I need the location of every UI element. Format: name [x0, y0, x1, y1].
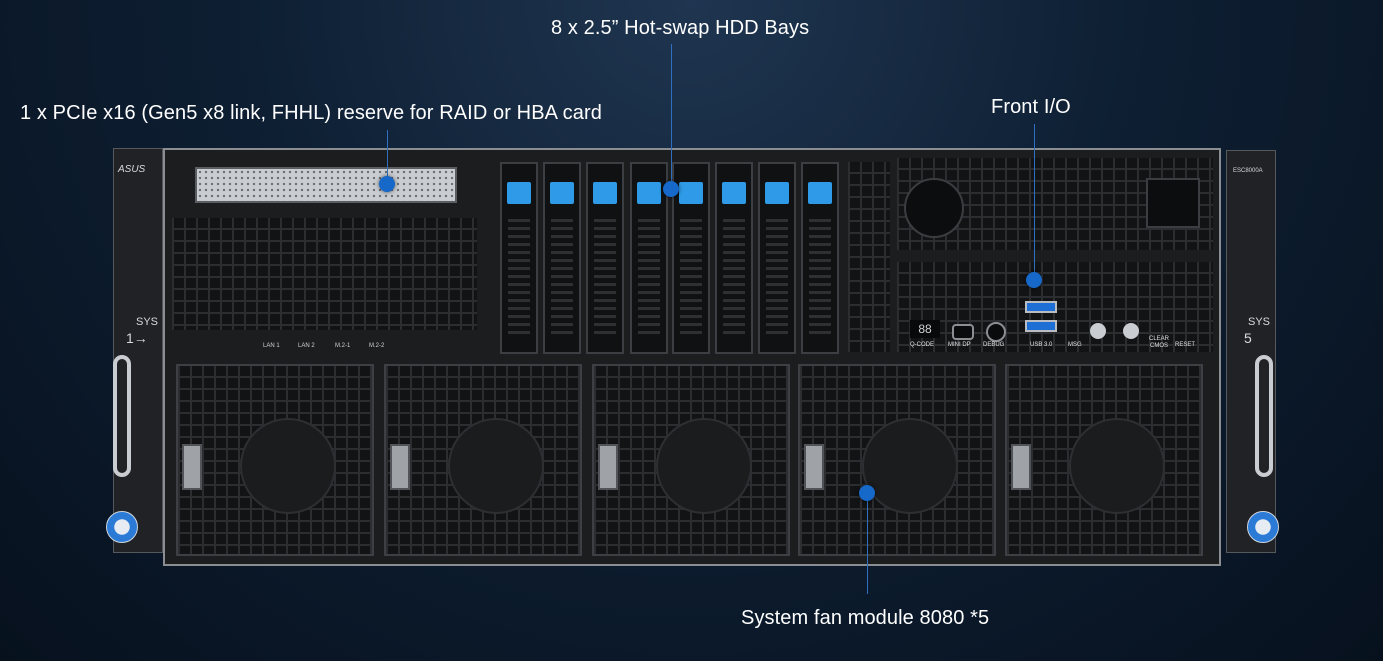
right-thumbscrew[interactable] [1247, 511, 1279, 543]
upper-left-vent [172, 218, 477, 330]
hdd-tray-grill [723, 219, 745, 334]
hdd-tray-5[interactable] [672, 162, 710, 354]
power-inlet-left [904, 178, 964, 238]
fan-latch[interactable] [1011, 444, 1031, 490]
hdd-release-latch[interactable] [722, 182, 746, 204]
right-sys-number: 5 [1244, 330, 1252, 346]
front-io-callout-label: Front I/O [991, 96, 1071, 118]
debug-port[interactable] [986, 322, 1006, 342]
usb-port-2[interactable] [1025, 320, 1057, 332]
hdd-bays-callout-label: 8 x 2.5” Hot-swap HDD Bays [551, 17, 810, 39]
hdd-tray-grill [638, 219, 660, 334]
hdd-tray-4[interactable] [630, 162, 668, 354]
fan-latch[interactable] [598, 444, 618, 490]
m2-1-label: M.2-1 [335, 343, 351, 349]
front-io-leader-line [1034, 124, 1035, 280]
power-inlet-right [1146, 178, 1200, 228]
hdd-tray-7[interactable] [758, 162, 796, 354]
hdd-tray-grill [594, 219, 616, 334]
fan-hub [448, 418, 544, 514]
usb-label: USB 3.0 [1030, 342, 1053, 348]
hdd-marker-dot [663, 181, 679, 197]
clear-cmos-label: CLEAR CMOS [1148, 336, 1169, 349]
mini-dp-label: MINI DP [948, 342, 971, 348]
brand-logo: ASUS [118, 164, 146, 175]
usb-port-1[interactable] [1025, 301, 1057, 313]
debug-label: DEBUG [983, 342, 1005, 348]
hdd-release-latch[interactable] [637, 182, 661, 204]
m2-2-label: M.2-2 [369, 343, 385, 349]
left-sys-number: 1→ [126, 330, 148, 346]
left-thumbscrew[interactable] [106, 511, 138, 543]
hdd-tray-1[interactable] [500, 162, 538, 354]
fan-module-1[interactable] [176, 364, 374, 556]
hdd-tray-grill [508, 219, 530, 334]
fan-hub [240, 418, 336, 514]
fan-latch[interactable] [804, 444, 824, 490]
fan-module-2[interactable] [384, 364, 582, 556]
msg-label: MSG [1068, 342, 1082, 348]
hdd-release-latch[interactable] [808, 182, 832, 204]
pcie-callout-label: 1 x PCIe x16 (Gen5 x8 link, FHHL) reserv… [20, 102, 602, 124]
fan-marker-dot [859, 485, 875, 501]
hdd-tray-6[interactable] [715, 162, 753, 354]
hdd-release-latch[interactable] [593, 182, 617, 204]
qcode-label: Q-CODE [910, 342, 934, 348]
reset-label: RESET [1175, 342, 1196, 348]
model-label: ESC8000A [1233, 168, 1263, 174]
front-io-marker-dot [1026, 272, 1042, 288]
hdd-leader-line [671, 44, 672, 186]
fan-hub [1069, 418, 1165, 514]
fan-latch[interactable] [390, 444, 410, 490]
hdd-tray-grill [809, 219, 831, 334]
fan-leader-line [867, 494, 868, 594]
hdd-release-latch[interactable] [679, 182, 703, 204]
hdd-tray-3[interactable] [586, 162, 624, 354]
hdd-release-latch[interactable] [550, 182, 574, 204]
hdd-tray-grill [680, 219, 702, 334]
fan-module-5[interactable] [1005, 364, 1203, 556]
fan-module-4[interactable] [798, 364, 996, 556]
fan-latch[interactable] [182, 444, 202, 490]
hdd-tray-8[interactable] [801, 162, 839, 354]
fan-hub [862, 418, 958, 514]
hdd-tray-2[interactable] [543, 162, 581, 354]
right-rack-ear [1226, 150, 1276, 553]
hdd-release-latch[interactable] [507, 182, 531, 204]
right-sys-label: SYS [1248, 316, 1271, 328]
hdd-tray-grill [551, 219, 573, 334]
hdd-side-vent [848, 162, 890, 352]
fan-module-3[interactable] [592, 364, 790, 556]
right-handle[interactable] [1255, 355, 1273, 477]
id-button[interactable] [1123, 323, 1139, 339]
left-handle[interactable] [113, 355, 131, 477]
fan-hub [656, 418, 752, 514]
power-button[interactable] [1090, 323, 1106, 339]
pcie-slot-bracket[interactable] [195, 167, 457, 203]
left-sys-label: SYS [136, 316, 159, 328]
hdd-release-latch[interactable] [765, 182, 789, 204]
mini-dp-port[interactable] [952, 324, 974, 340]
lan2-port-label: LAN 2 [298, 343, 315, 349]
pcie-leader-line [387, 130, 388, 182]
qcode-display: 88 [910, 320, 940, 338]
hdd-tray-grill [766, 219, 788, 334]
fan-module-callout-label: System fan module 8080 *5 [741, 607, 990, 629]
left-rack-ear [113, 148, 163, 553]
lan1-port-label: LAN 1 [263, 343, 280, 349]
pcie-marker-dot [379, 176, 395, 192]
